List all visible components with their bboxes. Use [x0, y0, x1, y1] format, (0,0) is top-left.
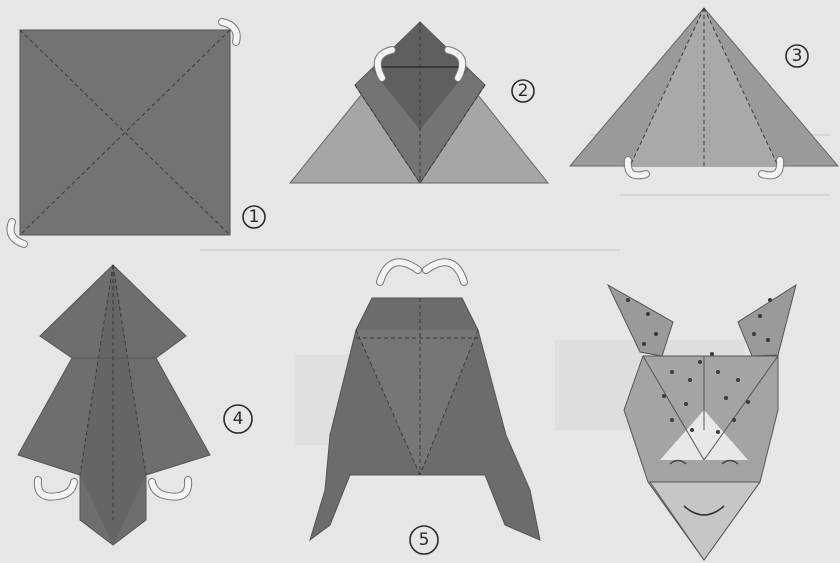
step-number: 3	[792, 46, 803, 66]
step-number: 1	[249, 207, 260, 227]
fold-arrow-icon	[38, 480, 74, 497]
fold-arrow-icon	[380, 262, 418, 282]
step-1-square: 1	[11, 22, 266, 244]
step-number: 4	[233, 409, 244, 429]
fold-arrow-icon	[426, 262, 464, 282]
step-2-triangle: 2	[290, 22, 548, 183]
step-4-shape: 4	[18, 265, 252, 545]
step-number: 2	[518, 81, 529, 101]
result-animal-face	[608, 285, 796, 560]
step-5-shape: 5	[310, 262, 540, 554]
fold-arrow-icon	[152, 480, 188, 497]
step-number: 5	[419, 530, 430, 550]
step-3-triangle: 3	[570, 8, 838, 175]
